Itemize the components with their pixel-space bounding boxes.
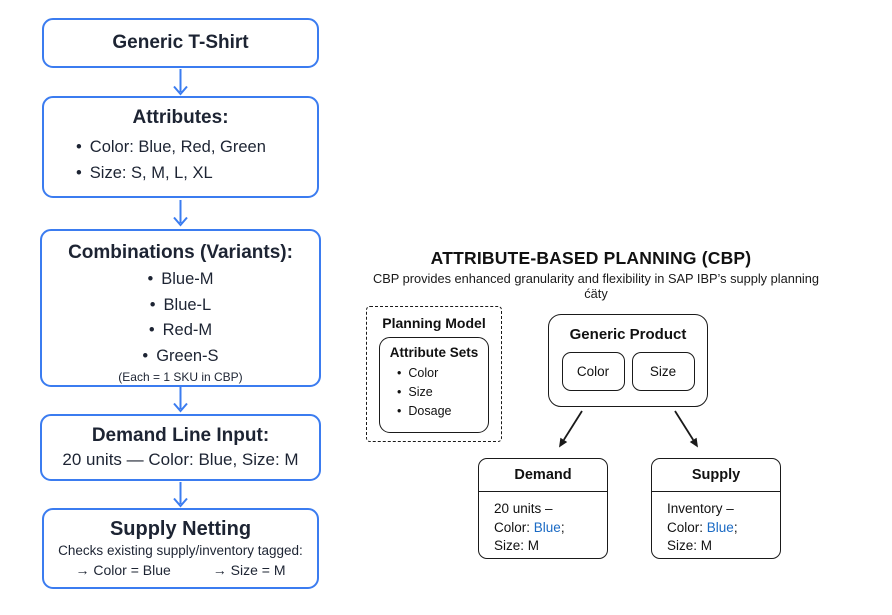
supply-netting-title: Supply Netting <box>109 518 252 540</box>
down-arrow-icon <box>173 482 188 508</box>
color-value: Blue <box>533 519 561 535</box>
supply-line-2: Color: Blue; <box>667 519 772 538</box>
flow-box-supply-netting: Supply Netting Checks existing supply/in… <box>42 508 319 589</box>
bullet-item: Blue-M <box>42 267 319 293</box>
color-value: Blue <box>706 519 734 535</box>
supply-header: Supply <box>652 459 780 492</box>
branch-arrows <box>559 410 698 448</box>
flow-box-generic-tshirt: Generic T-Shirt <box>42 18 319 68</box>
flow-box-combinations: Combinations (Variants): Blue-M Blue-L R… <box>40 229 321 387</box>
semicolon: ; <box>560 519 565 535</box>
attributes-bullet-list: Color: Blue, Red, Green Size: S, M, L, X… <box>44 134 317 186</box>
demand-line-3: Size: M <box>494 538 540 553</box>
demand-body: 20 units – Color: Blue; Size: M <box>479 492 607 556</box>
color-label: Color: <box>667 519 704 535</box>
supply-box: Supply Inventory – Color: Blue; Size: M <box>651 458 781 559</box>
bullet-item: Blue-L <box>42 293 319 319</box>
bullet-item: Size <box>397 383 488 402</box>
bullet-item: Size: S, M, L, XL <box>76 160 317 186</box>
combinations-bullet-list: Blue-M Blue-L Red-M Green-S <box>42 267 319 369</box>
down-arrow-icon <box>173 387 188 413</box>
tag-size-m: → Size = M <box>212 562 286 578</box>
semicolon: ; <box>733 519 738 535</box>
bullet-item: Dosage <box>397 402 488 421</box>
demand-line-1: 20 units – <box>494 501 553 516</box>
attribute-sets-list: Color Size Dosage <box>380 364 488 421</box>
attributes-title: Attributes: <box>132 107 229 128</box>
bullet-item: Color: Blue, Red, Green <box>76 134 317 160</box>
diagonal-arrow-left-icon <box>559 410 583 448</box>
attribute-sets-title: Attribute Sets <box>389 345 479 360</box>
diagonal-arrow-right-icon <box>674 410 698 448</box>
demand-line-input-detail: 20 units — Color: Blue, Size: M <box>62 450 299 469</box>
supply-netting-tags: → Color = Blue → Size = M <box>44 562 317 578</box>
flow-box-demand-line-input: Demand Line Input: 20 units — Color: Blu… <box>40 414 321 481</box>
color-label: Color: <box>494 519 531 535</box>
demand-box: Demand 20 units – Color: Blue; Size: M <box>478 458 608 559</box>
demand-header: Demand <box>479 459 607 492</box>
planning-model-box: Planning Model Attribute Sets Color Size… <box>366 306 502 442</box>
supply-line-1: Inventory – <box>667 501 734 516</box>
cbp-section-subtitle: CBP provides enhanced granularity and fl… <box>372 271 820 301</box>
generic-product-title: Generic Product <box>569 326 687 343</box>
bullet-item: Green-S <box>42 344 319 370</box>
attribute-chip-row: Color Size <box>549 352 707 391</box>
cbp-section-title: ATTRIBUTE-BASED PLANNING (CBP) <box>430 248 752 268</box>
demand-line-input-title: Demand Line Input: <box>91 425 270 446</box>
down-arrow-icon <box>173 200 188 227</box>
combinations-title: Combinations (Variants): <box>68 242 293 263</box>
generic-tshirt-title: Generic T-Shirt <box>112 32 249 53</box>
attribute-sets-box: Attribute Sets Color Size Dosage <box>379 337 489 433</box>
color-attribute-chip: Color <box>561 352 625 391</box>
planning-model-title: Planning Model <box>382 315 486 331</box>
generic-product-box: Generic Product Color Size <box>548 314 708 407</box>
demand-line-2: Color: Blue; <box>494 519 599 538</box>
down-arrow-icon <box>173 69 188 96</box>
combinations-note: (Each = 1 SKU in CBP) <box>118 370 243 384</box>
tag-color-blue: → Color = Blue <box>75 562 171 578</box>
supply-body: Inventory – Color: Blue; Size: M <box>652 492 780 556</box>
bullet-item: Red-M <box>42 318 319 344</box>
bullet-item: Color <box>397 364 488 383</box>
supply-netting-detail: Checks existing supply/inventory tagged: <box>58 543 303 558</box>
supply-line-3: Size: M <box>667 538 713 553</box>
flow-box-attributes: Attributes: Color: Blue, Red, Green Size… <box>42 96 319 198</box>
size-attribute-chip: Size <box>631 352 695 391</box>
